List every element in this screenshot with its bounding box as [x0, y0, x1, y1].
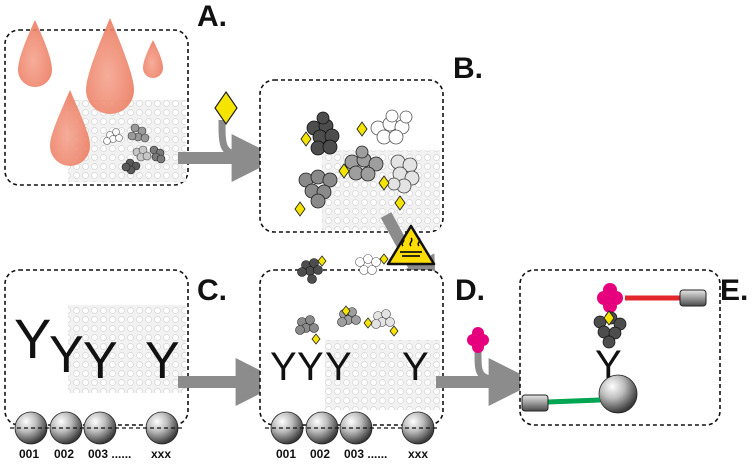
panel-d: Y Y Y Y 001 002 003 ...... xxx D. — [259, 253, 485, 461]
panel-e: Y E. — [519, 269, 748, 426]
yellow-tag-icon — [603, 310, 615, 326]
magenta-probe-icon — [597, 283, 623, 313]
antibody-icon: Y — [402, 345, 429, 389]
antibody-icon: Y — [270, 345, 297, 389]
blood-drop-icon — [50, 90, 90, 166]
blood-drop-icon — [86, 18, 134, 114]
arrow-d-to-e — [436, 327, 537, 406]
yellow-tags — [311, 253, 399, 345]
panel-a: A. — [4, 0, 227, 186]
cell-cluster-white — [370, 109, 413, 145]
well-plate — [68, 305, 186, 393]
cell-cluster-light — [387, 154, 420, 194]
bead — [598, 374, 638, 414]
bead-row — [10, 411, 185, 445]
panel-label-d: D. — [455, 274, 485, 307]
panel-label-a: A. — [197, 0, 227, 33]
panel-e-frame — [519, 269, 721, 426]
bead-label: 003 ...... — [88, 447, 131, 461]
antibody-icon: Y — [325, 345, 352, 389]
heat-warning-icon — [386, 224, 436, 266]
panel-label-e: E. — [720, 274, 748, 307]
antibody-icon: Y — [14, 307, 51, 370]
cell-cluster-midgray — [344, 145, 384, 182]
yellow-tag-icon — [214, 90, 238, 126]
bead-label: 001 — [276, 447, 296, 461]
bead-label: 002 — [54, 447, 74, 461]
cell-cluster-light — [371, 309, 395, 329]
antibody-icon: Y — [145, 332, 180, 390]
cell-cluster-lightgray — [132, 145, 152, 162]
bead-label: 001 — [19, 447, 39, 461]
green-linker — [547, 397, 601, 405]
antibody-icon: Y — [297, 345, 324, 389]
cell-cluster-gray — [127, 123, 150, 143]
panel-label-c: C. — [197, 274, 227, 307]
well-plate — [325, 340, 440, 410]
magenta-probe-icon — [467, 327, 489, 353]
antibody-icon: Y — [83, 332, 118, 390]
cell-cluster-white — [355, 254, 381, 275]
cell-cluster-white — [103, 128, 123, 145]
arrow-a-to-b — [178, 90, 280, 182]
cell-cluster-darkgray — [121, 158, 141, 175]
bead-label: 003 ...... — [344, 447, 387, 461]
cell-cluster-midgray — [149, 145, 166, 164]
bead-label: 002 — [310, 447, 330, 461]
panel-c: Y Y Y Y 001 002 003 ...... xxx C. — [4, 269, 227, 461]
blood-drop-icon — [143, 40, 163, 78]
bead-label: xxx — [408, 447, 428, 461]
bead-row — [265, 411, 440, 445]
cell-cluster-dark — [306, 111, 340, 156]
panel-b: B. — [259, 52, 483, 233]
blood-drop-icon — [18, 20, 52, 87]
cell-cluster-gray — [295, 315, 319, 335]
blood-drops — [18, 18, 163, 166]
detector-tube-icon — [521, 394, 549, 412]
panel-label-b: B. — [453, 52, 483, 85]
yellow-tags — [294, 121, 406, 217]
antibody-icon: Y — [49, 326, 84, 384]
cell-cluster-gray — [298, 169, 338, 209]
bead-label: xxx — [151, 447, 171, 461]
cell-cluster-dark — [297, 258, 323, 284]
detector-tube-icon — [679, 289, 707, 307]
